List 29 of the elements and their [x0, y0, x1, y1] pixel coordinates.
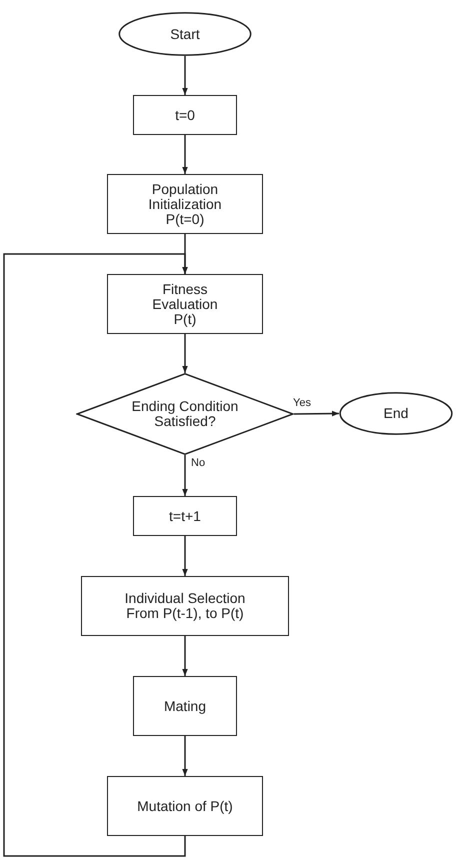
process-box [107, 776, 263, 836]
node-label: Individual Selection From P(t-1), to P(t) [124, 591, 246, 621]
process-box [133, 496, 237, 536]
arrow [3, 253, 188, 857]
terminal-ellipse [339, 392, 453, 435]
arrow [182, 455, 188, 496]
process-box [107, 174, 263, 234]
node-label: Mating [164, 698, 206, 714]
node-label: Population Initialization P(t=0) [147, 182, 223, 226]
process-box [133, 95, 237, 135]
node-label: Mutation of P(t) [137, 798, 233, 814]
process-box [107, 274, 263, 334]
decision-diamond [76, 373, 294, 455]
process-box [133, 676, 237, 736]
node-label: End [384, 406, 408, 421]
node-label: t=t+1 [169, 508, 201, 524]
arrow [182, 736, 188, 776]
node-label: Ending Condition Satisfied? [130, 399, 240, 429]
arrow [182, 135, 188, 174]
process-box [81, 576, 289, 636]
arrow [182, 334, 188, 373]
arrow [182, 56, 188, 95]
node-label: Fitness Evaluation P(t) [151, 282, 219, 326]
arrow [294, 410, 339, 416]
node-label: t=0 [175, 108, 195, 122]
node-label: Start [170, 26, 200, 42]
arrow [182, 536, 188, 576]
arrow [182, 636, 188, 676]
terminal-ellipse [118, 12, 252, 56]
